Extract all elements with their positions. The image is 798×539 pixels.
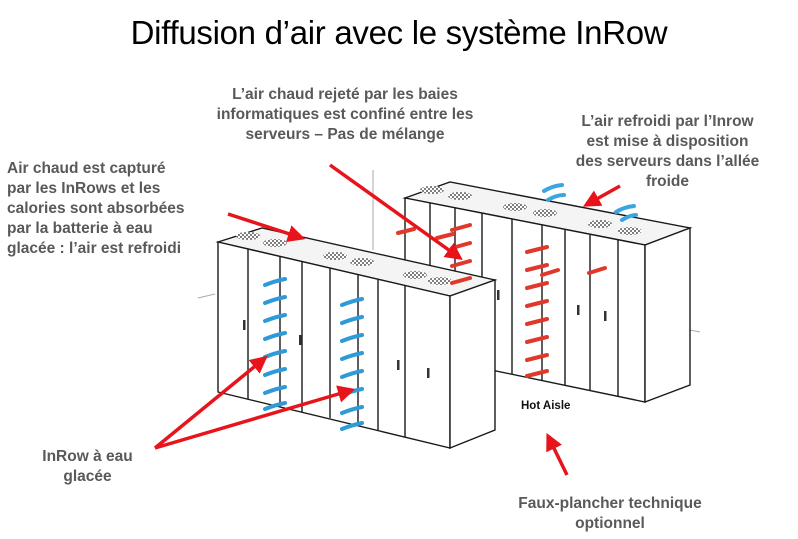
hot-air-arrow-icon xyxy=(450,223,472,232)
hot-air-arrow-icon xyxy=(450,276,472,285)
cold-air-arrow-icon xyxy=(263,401,287,411)
pointer-arrow-cold-aisle xyxy=(582,184,621,207)
callout-line: calories sont absorbées xyxy=(7,200,185,217)
front-rack-row xyxy=(215,227,498,450)
callout-inrow-chilled-water: InRow à eau glacée xyxy=(20,447,155,487)
callout-line: optionnel xyxy=(575,515,645,532)
cold-air-arrow-icon xyxy=(340,333,364,343)
hot-air-arrow-icon xyxy=(525,245,549,254)
callout-line: des serveurs dans l’allée xyxy=(575,153,760,170)
callout-hot-air-captured: Air chaud est capturé par les InRows et … xyxy=(7,159,184,259)
cold-air-arrow-icon xyxy=(340,351,364,361)
pointer-arrow-floor xyxy=(546,432,569,476)
callout-raised-floor: Faux-plancher technique optionnel xyxy=(480,494,740,534)
hot-air-arrow-icon xyxy=(540,268,560,277)
callout-line: serveurs – Pas de mélange xyxy=(245,126,445,143)
cold-air-arrow-icon xyxy=(263,385,287,395)
hot-air-arrow-icon xyxy=(525,335,549,344)
cold-air-arrow-icon xyxy=(340,297,364,307)
cold-air-arrow-icon xyxy=(263,331,287,341)
hot-air-arrow-icon xyxy=(450,259,472,268)
hot-air-arrow-icon xyxy=(525,263,549,272)
cold-air-arrow-icon xyxy=(542,183,564,193)
pointer-arrows xyxy=(153,163,621,476)
cold-air-arrow-icon xyxy=(263,367,287,377)
callout-line: glacée : l’air est refroidi xyxy=(7,240,182,257)
pointer-arrow-hot-confined xyxy=(328,163,463,261)
cold-air-flow-front xyxy=(263,277,364,431)
callout-line: par la batterie à eau xyxy=(7,220,153,237)
pointer-arrow-inrow-1 xyxy=(153,355,268,450)
cold-air-arrow-icon xyxy=(263,277,287,287)
cold-air-arrow-icon xyxy=(263,313,287,323)
hot-air-arrow-icon xyxy=(525,353,549,362)
callout-line: L’air refroidi par l’Inrow xyxy=(581,113,754,130)
callout-line: Air chaud est capturé xyxy=(7,160,166,177)
cold-air-arrow-icon xyxy=(340,315,364,325)
callout-line: par les InRows et les xyxy=(7,180,161,197)
callout-line: froide xyxy=(645,173,690,190)
hot-air-arrow-icon xyxy=(435,232,455,240)
diagram-title: Diffusion d’air avec le système InRow xyxy=(130,14,668,51)
callout-cold-aisle: L’air refroidi par l’Inrow est mise à di… xyxy=(545,112,790,192)
hot-aisle-label: Hot Aisle xyxy=(521,400,571,412)
hot-air-arrow-icon xyxy=(525,317,549,326)
cold-air-flow-top xyxy=(542,183,638,222)
cold-air-arrow-icon xyxy=(340,421,364,431)
callout-line: glacée xyxy=(63,468,112,485)
callout-hot-air-confined: L’air chaud rejeté par les baies informa… xyxy=(190,85,500,145)
callout-line: L’air chaud rejeté par les baies xyxy=(232,86,458,103)
hot-air-flow xyxy=(396,223,607,378)
room-walls xyxy=(197,170,701,333)
pointer-arrow-inrow-2 xyxy=(154,385,356,450)
callout-line: InRow à eau xyxy=(42,448,133,465)
cold-air-arrow-icon xyxy=(340,405,364,415)
cold-air-arrow-icon xyxy=(620,213,638,222)
pointer-arrow-captured xyxy=(227,212,306,243)
callout-line: Faux-plancher technique xyxy=(518,495,702,512)
hot-air-arrow-icon xyxy=(587,266,607,275)
hot-air-arrow-icon xyxy=(525,299,549,308)
hot-air-arrow-icon xyxy=(396,227,416,235)
cold-air-arrow-icon xyxy=(546,193,566,202)
callout-line: informatiques est confiné entre les xyxy=(216,106,474,123)
cold-air-arrow-icon xyxy=(614,204,636,214)
hot-air-arrow-icon xyxy=(525,369,549,378)
cold-air-arrow-icon xyxy=(263,295,287,305)
hot-air-arrow-icon xyxy=(525,281,549,290)
callout-line: est mise à disposition xyxy=(586,133,749,150)
cold-air-arrow-icon xyxy=(340,369,364,379)
